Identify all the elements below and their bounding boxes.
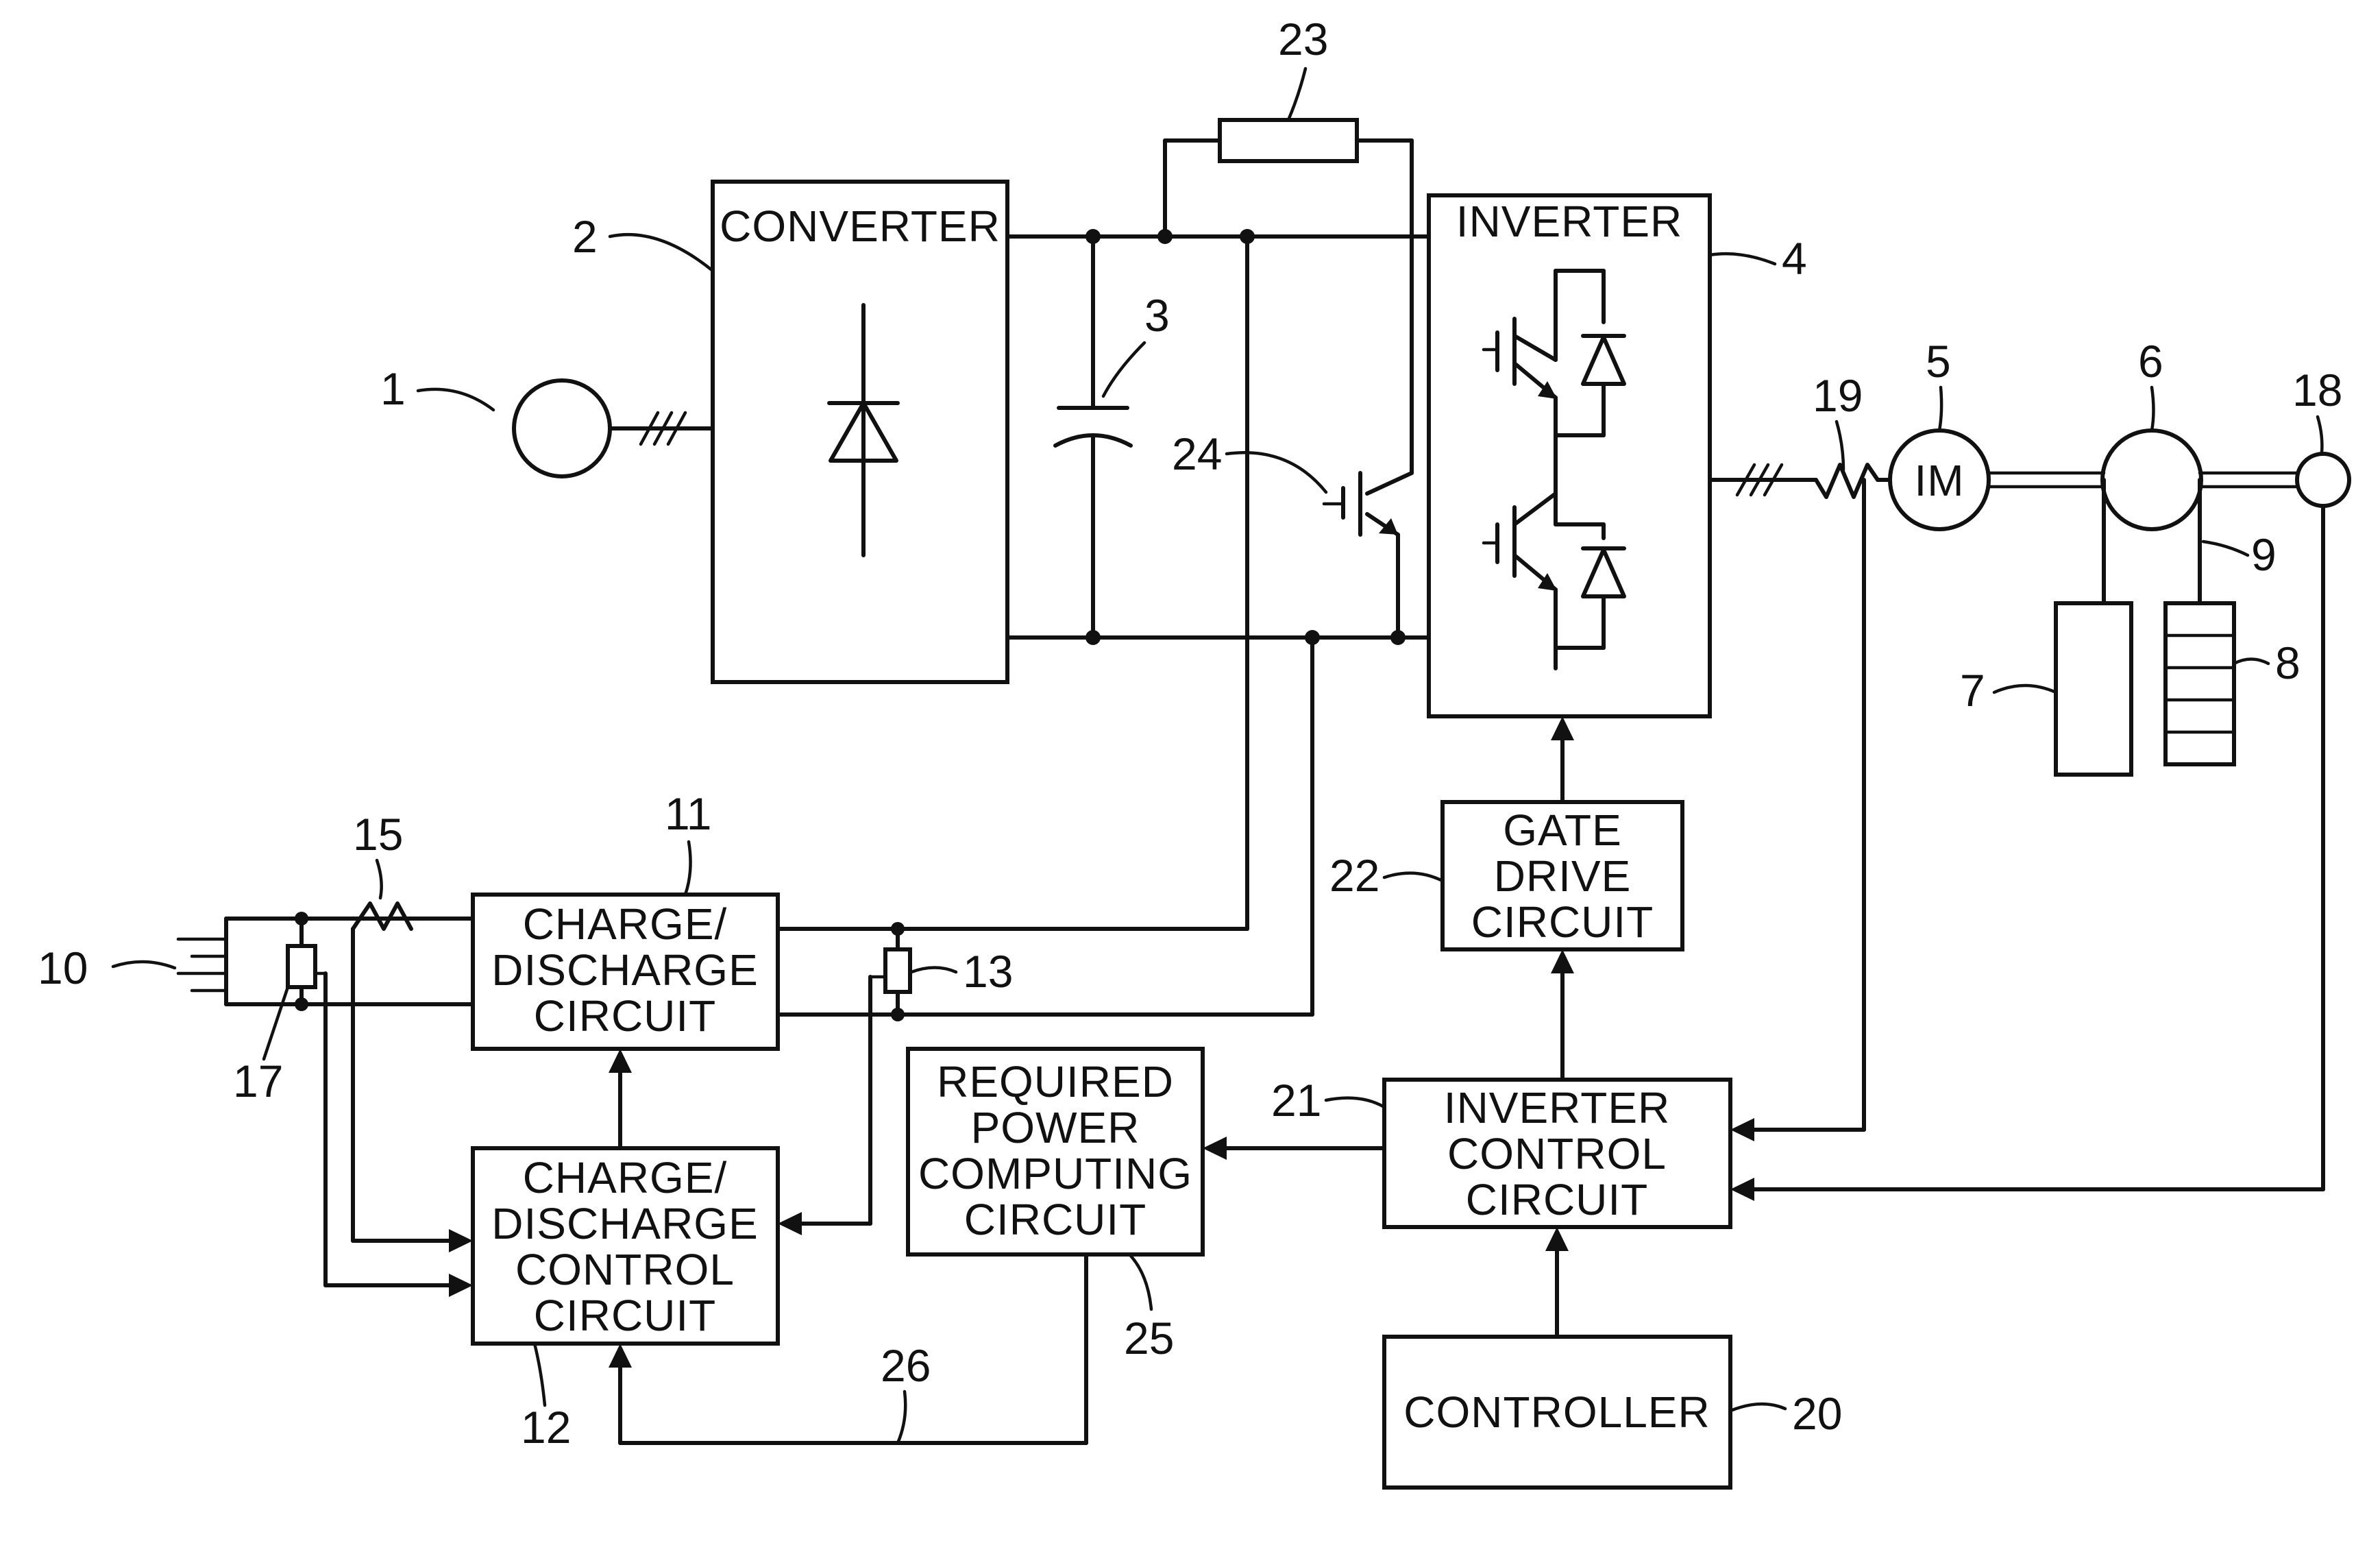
charge-discharge-control: CHARGE/ DISCHARGE CONTROL CIRCUIT [473, 1148, 778, 1344]
ref-18: 18 [2292, 365, 2342, 415]
brake-resistor [1157, 120, 1412, 244]
ref-7: 7 [1960, 665, 1985, 716]
ref-19: 19 [1813, 370, 1863, 421]
ref-25: 25 [1124, 1313, 1174, 1363]
required-power-block: REQUIRED POWER COMPUTING CIRCUIT [908, 1049, 1203, 1254]
gate-drive-line-2: DRIVE [1494, 851, 1632, 901]
ref-13: 13 [963, 946, 1013, 997]
inverter-control-line-1: INVERTER [1444, 1083, 1670, 1132]
capacitor [1055, 229, 1131, 645]
required-power-line-3: COMPUTING [918, 1149, 1192, 1198]
cd-control-line-2: DISCHARGE [491, 1199, 759, 1248]
ac-source [514, 380, 713, 476]
ref-20: 20 [1792, 1388, 1842, 1439]
required-power-line-1: REQUIRED [937, 1057, 1174, 1106]
brake-transistor [1324, 236, 1412, 645]
converter-label: CONVERTER [720, 202, 1001, 251]
cd-circuit-line-1: CHARGE/ [523, 899, 728, 949]
inverter-control-line-3: CIRCUIT [1466, 1175, 1649, 1224]
gate-drive-line-1: GATE [1503, 805, 1622, 855]
ref-26: 26 [881, 1340, 931, 1391]
cd-control-line-3: CONTROL [515, 1245, 735, 1294]
ref-4: 4 [1782, 233, 1807, 284]
gate-drive-block: GATE DRIVE CIRCUIT [1443, 802, 1682, 949]
motor-label: IM [1914, 456, 1964, 505]
ref-2: 2 [572, 211, 598, 262]
controller-label: CONTROLLER [1403, 1387, 1710, 1437]
counterweight [2166, 603, 2234, 764]
cd-control-line-4: CIRCUIT [534, 1291, 717, 1340]
ref-6: 6 [2138, 336, 2163, 387]
inverter-control-line-2: CONTROL [1447, 1129, 1667, 1178]
voltage-sensor-15 [353, 903, 473, 1252]
sheave [2102, 430, 2201, 603]
ref-17: 17 [233, 1056, 283, 1106]
inverter-label: INVERTER [1456, 197, 1682, 246]
shaft [1989, 473, 2296, 487]
ref-5: 5 [1926, 336, 1951, 387]
ref-1: 1 [380, 363, 406, 414]
ref-8: 8 [2275, 638, 2301, 688]
ref-24: 24 [1172, 428, 1222, 479]
controller-block: CONTROLLER [1384, 1337, 1730, 1488]
required-power-line-2: POWER [971, 1103, 1140, 1152]
cd-circuit-line-3: CIRCUIT [534, 991, 717, 1041]
required-power-line-4: CIRCUIT [964, 1195, 1147, 1244]
ref-11: 11 [665, 788, 712, 839]
ref-23: 23 [1278, 14, 1328, 64]
encoder [2297, 454, 2349, 506]
cd-circuit-line-2: DISCHARGE [491, 945, 759, 995]
inverter-control-block: INVERTER CONTROL CIRCUIT [1384, 1080, 1730, 1227]
ref-9: 9 [2251, 529, 2277, 580]
ref-15: 15 [353, 809, 403, 860]
gate-drive-line-3: CIRCUIT [1471, 897, 1654, 947]
car [2056, 603, 2131, 775]
ref-22: 22 [1329, 850, 1379, 901]
ref-3: 3 [1144, 290, 1170, 341]
motor: IM [1890, 430, 1989, 529]
ref-10: 10 [38, 943, 88, 993]
cd-control-line-1: CHARGE/ [523, 1153, 728, 1202]
inverter-output [1710, 465, 1888, 497]
ref-21: 21 [1271, 1075, 1321, 1126]
converter-block: CONVERTER [713, 182, 1007, 682]
ref-12: 12 [521, 1402, 571, 1453]
charge-discharge-circuit: CHARGE/ DISCHARGE CIRCUIT [473, 895, 778, 1049]
inverter-block: INVERTER [1429, 195, 1710, 716]
current-sensor-13 [778, 922, 910, 1235]
